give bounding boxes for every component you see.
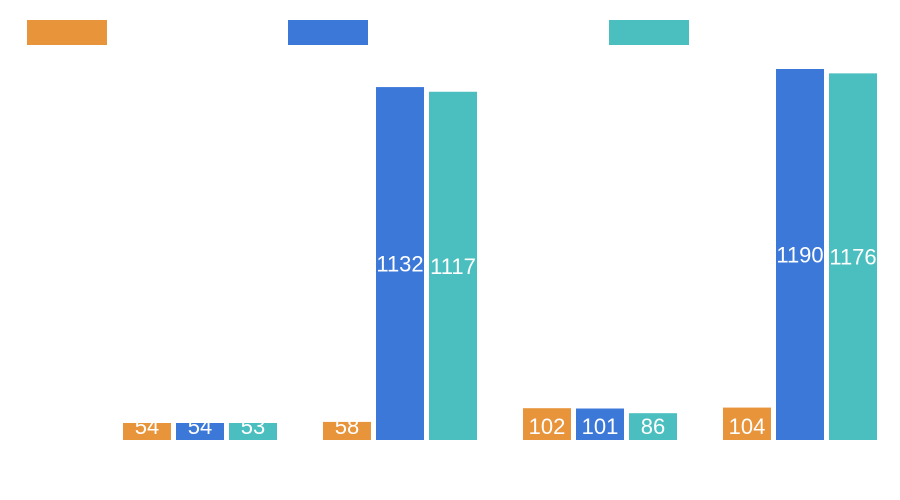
bar-series-1-group-4 (723, 407, 771, 440)
bar-group-3: 102 101 86 (523, 408, 677, 440)
bar-series-3-group-4 (829, 73, 877, 440)
legend-swatch-3 (609, 20, 689, 45)
bar-series-1-group-1 (123, 423, 171, 440)
bar-series-2-group-3 (576, 408, 624, 440)
data-label-series-3-group-3: 86 (641, 414, 665, 439)
data-label-series-1-group-4: 104 (729, 414, 766, 439)
data-label-series-2-group-4: 1190 (776, 243, 823, 268)
bar-series-3-group-2 (429, 91, 477, 441)
data-label-series-2-group-2: 1132 (376, 252, 423, 277)
bar-series-2-group-1 (176, 423, 224, 440)
data-label-series-1-group-2: 58 (335, 414, 359, 439)
bar-series-1-group-3 (523, 408, 571, 440)
bar-series-3-group-3 (629, 413, 677, 440)
legend (27, 20, 689, 45)
data-label-series-2-group-3: 101 (582, 414, 619, 439)
bar-series-2-group-2 (376, 87, 424, 441)
bar-group-1: 54 54 53 (123, 414, 277, 440)
legend-swatch-1 (27, 20, 107, 45)
bar-series-1-group-2 (323, 421, 371, 440)
data-label-series-3-group-1: 53 (241, 414, 265, 439)
data-label-series-3-group-2: 1117 (430, 254, 476, 279)
bar-series-3-group-1 (229, 423, 277, 440)
data-label-series-3-group-4: 1176 (829, 245, 876, 270)
data-label-series-1-group-3: 102 (529, 414, 566, 439)
legend-swatch-2 (288, 20, 368, 45)
bar-group-2: 58 1132 1117 (323, 87, 477, 441)
bar-series-2-group-4 (776, 69, 824, 440)
data-label-series-1-group-1: 54 (135, 414, 159, 439)
data-label-series-2-group-1: 54 (188, 414, 212, 439)
